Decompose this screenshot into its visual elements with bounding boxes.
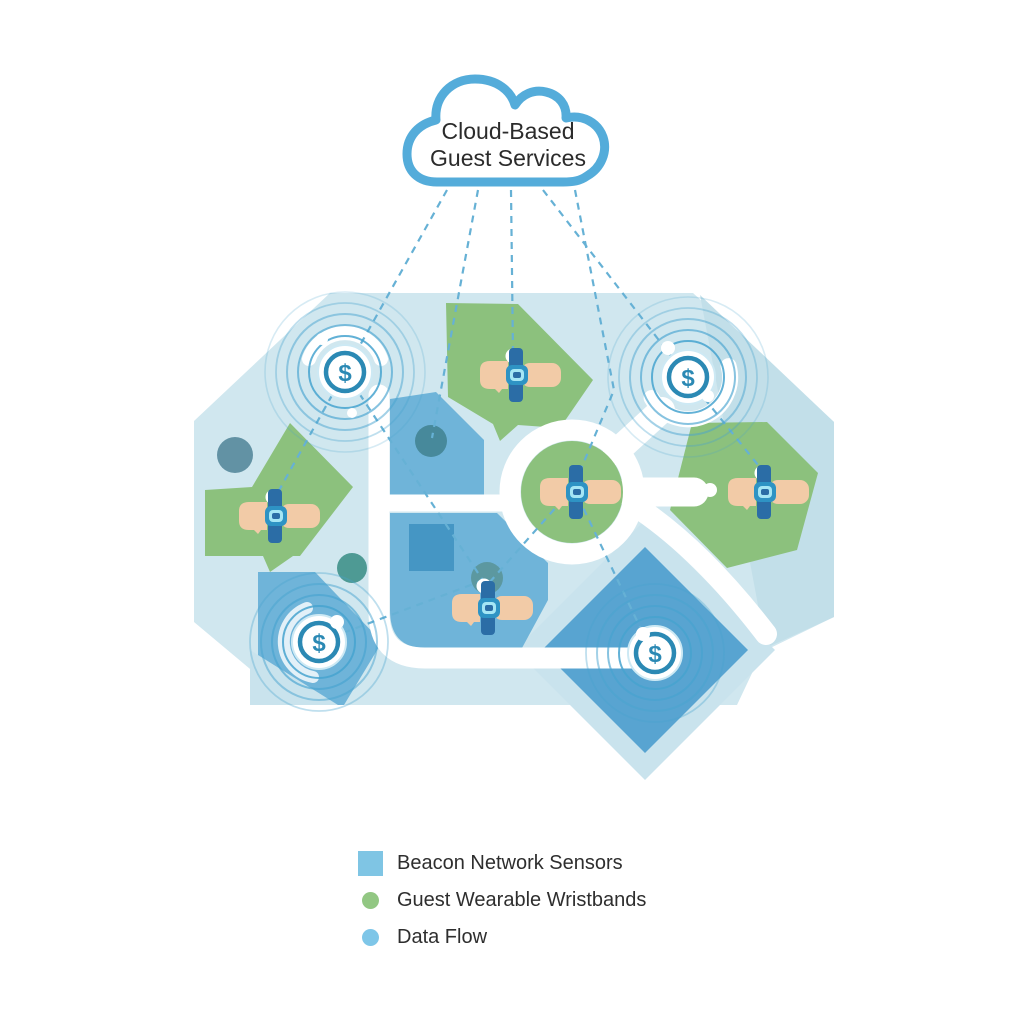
beacon-dollar-symbol: $ — [648, 641, 662, 668]
walkway-swirl-topleft — [302, 326, 388, 366]
dash-cloud-to-tag — [430, 189, 480, 439]
hexagon-edge-dot — [703, 483, 717, 497]
legend-row-wristbands: Guest Wearable Wristbands — [358, 888, 646, 913]
cloud-label-line1: Cloud-Based — [441, 118, 575, 144]
beacon-dollar-symbol: $ — [338, 360, 352, 387]
walkway-main — [368, 384, 656, 669]
tree-circle-2 — [337, 553, 367, 583]
legend-label: Data Flow — [397, 926, 488, 948]
beacon-bottom-left: $ — [250, 573, 388, 711]
legend-label: Guest Wearable Wristbands — [397, 889, 647, 911]
dash-cloud-to-wristband-top — [509, 189, 515, 355]
cloud-label: Cloud-Based Guest Services — [358, 118, 658, 172]
beacon-dot — [330, 615, 344, 629]
beacon-top-left: $ — [264, 291, 426, 453]
zone-bottomleft-light-wedge — [250, 650, 338, 705]
dash-center-to-beacon-br — [577, 496, 651, 649]
dash-cloud-to-beacon-tl — [344, 189, 448, 373]
focus-zone-white-ring — [499, 419, 645, 565]
cloud-label-line2: Guest Services — [430, 145, 586, 171]
legend-row-beacons: Beacon Network Sensors — [358, 851, 646, 876]
beacon-bottom-right: $ — [586, 584, 724, 722]
wristband-bottom — [452, 578, 533, 635]
wristband-left — [239, 489, 320, 543]
walkway-swirl-topright — [643, 358, 739, 428]
beacon-dot — [316, 333, 328, 345]
wristband-right — [728, 465, 809, 519]
tree-circle-1 — [217, 437, 253, 473]
cloud-icon — [402, 74, 610, 187]
wristband-top — [480, 348, 561, 402]
dash-beacon-bl-to-center — [318, 578, 485, 644]
dash-beacon-tl-to-wristband-bottom — [344, 371, 485, 583]
tree-circle-3 — [415, 425, 447, 457]
beacon-dot — [636, 627, 650, 641]
beacon-top-right: $ — [607, 296, 769, 458]
legend: Beacon Network Sensors Guest Wearable Wr… — [358, 851, 646, 962]
pool-square — [409, 524, 454, 571]
beacon-dot — [347, 408, 357, 418]
legend-row-dataflow: Data Flow — [358, 925, 646, 950]
beacon-dollar-symbol: $ — [312, 630, 326, 657]
beacon-dot — [661, 341, 675, 355]
beacon-dot — [702, 390, 714, 402]
legend-label: Beacon Network Sensors — [397, 852, 623, 874]
legend-square-swatch — [358, 851, 383, 876]
legend-blue-dot-swatch — [362, 929, 379, 946]
legend-green-dot-swatch — [362, 892, 379, 909]
walkway-se — [623, 494, 777, 645]
beacon-dollar-symbol: $ — [681, 365, 695, 392]
